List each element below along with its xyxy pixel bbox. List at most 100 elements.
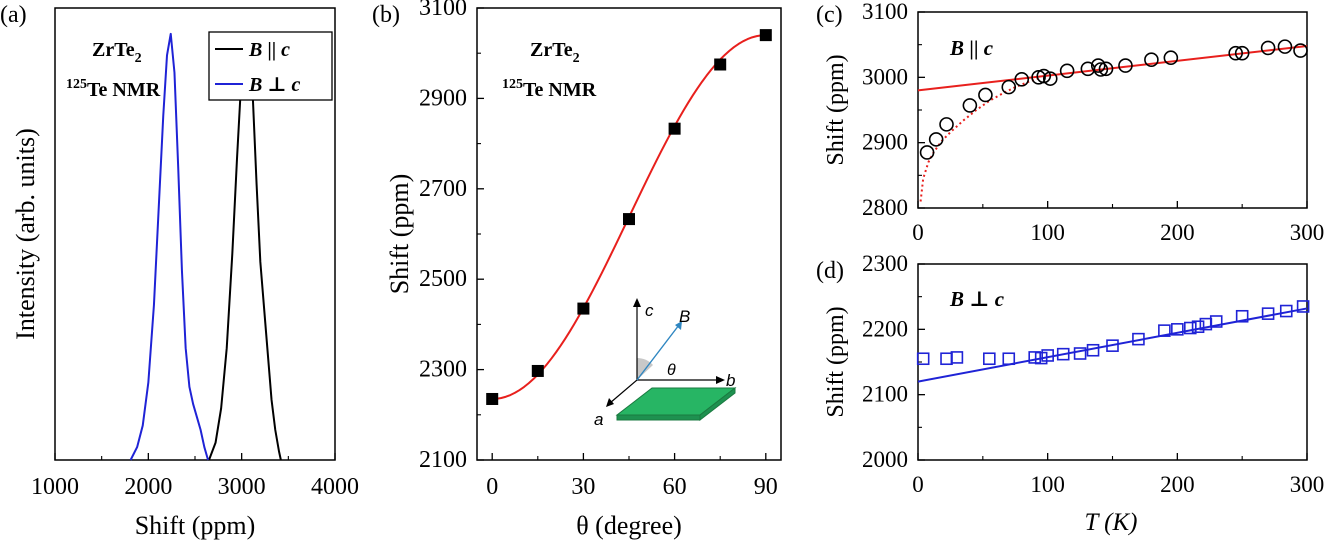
field-vector-arrowhead: [675, 321, 682, 330]
x-tick-label: 100: [1030, 220, 1065, 245]
y-tick-label: 2800: [862, 195, 908, 220]
sample-formula-sub-b: 2: [573, 51, 580, 66]
inset-label-theta: θ: [667, 362, 676, 379]
legend-perp-c: c: [292, 74, 301, 96]
geometry-inset: c B θ b a: [594, 298, 737, 429]
field-vector-line: [636, 324, 680, 381]
legend-parallel-rel: ||: [262, 39, 281, 61]
data-point: [1031, 70, 1046, 85]
data-point: [1235, 309, 1249, 323]
y-axis-label-d: Shift (ppm): [823, 306, 849, 417]
data-point: [714, 58, 727, 71]
x-tick-label: 3000: [218, 474, 266, 500]
data-point: [1001, 79, 1017, 95]
data-point: [1293, 43, 1308, 58]
orientation-d-rel: ⊥: [964, 287, 995, 311]
data-point: [1277, 39, 1293, 54]
data-point: [668, 122, 681, 135]
c-axis-arrowhead: [633, 298, 641, 307]
data-point: [1209, 315, 1223, 328]
data-point: [1036, 68, 1052, 84]
y-axis-label-b: Shift (ppm): [385, 174, 414, 295]
data-point: [939, 117, 954, 132]
x-axis-label-d: T (K): [1084, 509, 1137, 536]
panel-label-b: (b): [372, 2, 400, 28]
x-tick-label: 100: [1030, 472, 1065, 497]
a-axis-line: [609, 379, 638, 404]
y-axis-label-c: Shift (ppm): [823, 54, 849, 165]
x-axis-label-d-text: T (K): [1084, 509, 1137, 536]
data-point: [978, 87, 993, 103]
x-tick-label: 200: [1160, 220, 1195, 245]
series-d: [916, 300, 1310, 383]
y-tick-label: 2100: [862, 382, 908, 407]
y-tick-label: 2900: [862, 130, 908, 155]
data-point: [1106, 339, 1119, 352]
data-point: [623, 213, 635, 226]
data-point: [950, 351, 964, 364]
orientation-d-c: c: [995, 287, 1005, 311]
ticks-a: 1000 2000 3000 4000: [31, 453, 359, 500]
panel-label-a: (a): [0, 2, 27, 28]
data-point: [928, 132, 944, 147]
spectrum-line-perpendicular: [129, 32, 210, 461]
isotope-b: 125: [502, 77, 523, 92]
data-point: [1086, 343, 1100, 357]
data-point: [1184, 321, 1197, 335]
data-point: [1158, 324, 1171, 337]
x-tick-label: 4000: [311, 474, 359, 500]
y-tick-label: 2900: [419, 85, 467, 111]
data-point: [1028, 351, 1041, 364]
x-tick-label: 0: [912, 472, 924, 497]
data-point: [1191, 320, 1205, 334]
sample-formula-sub-a: 2: [135, 51, 142, 66]
sample-label-a: ZrTe2: [92, 39, 142, 66]
data-point: [916, 352, 930, 366]
data-point: [1144, 52, 1159, 67]
x-tick-label: 300: [1290, 472, 1325, 497]
x-axis-label-b: θ (degree): [576, 511, 682, 540]
data-point: [1093, 62, 1109, 77]
data-point: [962, 98, 978, 113]
x-tick-label: 1000: [31, 474, 79, 500]
y-tick-label: 2000: [862, 447, 908, 472]
data-point: [919, 145, 935, 160]
data-point: [940, 352, 953, 366]
y-tick-label: 2700: [419, 176, 467, 202]
isotope-a: 125: [66, 77, 87, 92]
legend-parallel-B: B: [248, 39, 262, 61]
y-tick-label: 3100: [419, 0, 467, 21]
data-point: [1118, 58, 1133, 73]
y-tick-label: 2300: [419, 357, 467, 383]
y-tick-label: 2300: [862, 251, 908, 276]
y-tick-label: 3000: [862, 64, 908, 89]
data-point: [1042, 71, 1058, 86]
y-tick-label: 3100: [862, 0, 908, 24]
sample-formula-a: ZrTe: [92, 39, 135, 61]
data-point: [1261, 307, 1275, 320]
data-point: [577, 302, 590, 315]
fit-line-solid: [917, 307, 1308, 383]
nmr-label-b: Te NMR: [523, 79, 597, 101]
sample-plate-edge: [616, 414, 701, 421]
orientation-c-rel: ||: [964, 36, 984, 60]
sample-formula-b: ZrTe: [530, 39, 573, 61]
x-axis-label-a: Shift (ppm): [135, 511, 256, 540]
inset-label-b: b: [726, 371, 735, 390]
x-tick-label: 2000: [124, 474, 172, 500]
y-tick-label: 2500: [419, 266, 467, 292]
data-point: [1228, 45, 1243, 61]
series-b: [486, 29, 772, 405]
orientation-label-c: B || c: [949, 36, 994, 60]
data-point: [1034, 351, 1048, 365]
data-point: [1260, 40, 1276, 56]
x-tick-label: 90: [754, 474, 778, 500]
data-point: [983, 352, 996, 366]
data-point: [1056, 347, 1070, 361]
data-point: [486, 392, 499, 405]
data-point: [1098, 61, 1114, 77]
